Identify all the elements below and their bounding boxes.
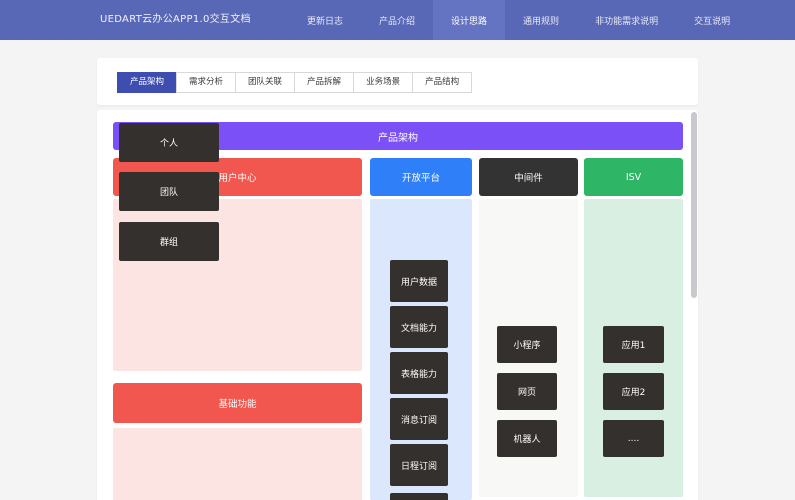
- node-more: ....: [603, 420, 664, 457]
- tab-team-relation[interactable]: 团队关联: [235, 72, 296, 93]
- node-doc-capability: 文档能力: [390, 306, 448, 348]
- nav-item-changelog[interactable]: 更新日志: [307, 16, 344, 27]
- tab-product-structure[interactable]: 产品结构: [412, 72, 473, 93]
- app-title: UEDART云办公APP1.0交互文档: [100, 14, 251, 25]
- node-robot: 机器人: [497, 420, 557, 457]
- node-sheet-capability: 表格能力: [390, 352, 448, 394]
- tab-group: 产品架构 需求分析 团队关联 产品拆解 业务场景 产品结构: [117, 72, 473, 93]
- open-platform-header: 开放平台: [370, 158, 472, 196]
- tab-product-breakdown[interactable]: 产品拆解: [294, 72, 355, 93]
- node-app2: 应用2: [603, 373, 664, 410]
- nav-item-general-rules[interactable]: 通用规则: [523, 16, 560, 27]
- basic-functions-body: [113, 428, 362, 500]
- vertical-scrollbar-thumb[interactable]: [691, 112, 697, 298]
- tab-bar-card: 产品架构 需求分析 团队关联 产品拆解 业务场景 产品结构: [97, 58, 698, 105]
- node-personal: 个人: [119, 123, 219, 162]
- node-app1: 应用1: [603, 326, 664, 363]
- node-user-data: 用户数据: [390, 260, 448, 302]
- isv-header: ISV: [584, 158, 683, 196]
- middleware-header: 中间件: [479, 158, 578, 196]
- nav-item-design-thinking[interactable]: 设计思路: [433, 0, 506, 40]
- node-message-subscription: 消息订阅: [390, 398, 448, 440]
- nav-item-interaction-spec[interactable]: 交互说明: [694, 16, 731, 27]
- top-navbar: UEDART云办公APP1.0交互文档 更新日志 产品介绍 设计思路 通用规则 …: [0, 0, 795, 40]
- architecture-diagram-card: 产品架构 用户中心 个人 团队 群组 基础功能 即时通讯沟通 通话与会议 开放平…: [97, 110, 698, 500]
- node-calendar-subscription: 日程订阅: [390, 444, 448, 486]
- nav-menu: 更新日志 产品介绍 设计思路 通用规则 非功能需求说明 交互说明: [289, 0, 748, 40]
- nav-item-product-intro[interactable]: 产品介绍: [379, 16, 416, 27]
- node-team: 团队: [119, 172, 219, 211]
- tab-requirement-analysis[interactable]: 需求分析: [176, 72, 237, 93]
- node-partial: [390, 493, 448, 500]
- node-mini-program: 小程序: [497, 326, 557, 363]
- tab-business-scenario[interactable]: 业务场景: [353, 72, 414, 93]
- node-webpage: 网页: [497, 373, 557, 410]
- tab-product-architecture[interactable]: 产品架构: [117, 72, 178, 93]
- node-group: 群组: [119, 222, 219, 261]
- basic-functions-header: 基础功能: [113, 383, 362, 423]
- nav-item-nonfunctional-requirements[interactable]: 非功能需求说明: [595, 16, 659, 27]
